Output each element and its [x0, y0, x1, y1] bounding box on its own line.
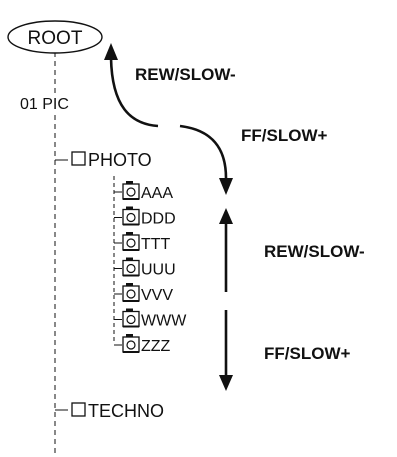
file-row: ZZZ — [114, 334, 171, 355]
camera-icon — [122, 257, 140, 277]
file-row: UUU — [114, 257, 176, 279]
curve-down-arrowhead-icon — [219, 178, 233, 195]
file-label: DDD — [141, 211, 176, 228]
file-label: TTT — [141, 236, 171, 253]
curve-up-arrowhead-icon — [104, 43, 118, 60]
root-oval — [7, 20, 103, 54]
camera-icon — [122, 232, 140, 251]
curve-up-label: REW/SLOW- — [135, 65, 236, 84]
camera-icon — [122, 334, 140, 353]
file-row: DDD — [114, 206, 176, 228]
file-label: AAA — [141, 185, 173, 202]
straight-down-label: FF/SLOW+ — [264, 344, 350, 363]
file-label: WWW — [141, 313, 187, 330]
folder-icon — [71, 151, 86, 166]
file-label: UUU — [141, 262, 176, 279]
folder-label-techno: TECHNO — [88, 401, 164, 421]
file-row: TTT — [114, 232, 171, 253]
camera-icon — [122, 308, 140, 328]
level1-label: 01 PIC — [20, 96, 69, 113]
root-label: ROOT — [28, 28, 83, 49]
file-row: VVV — [114, 283, 173, 304]
straight-down-arrowhead-icon — [219, 375, 233, 391]
curve-down-arrow-line — [179, 124, 228, 179]
curve-down-label: FF/SLOW+ — [241, 126, 327, 145]
straight-up-arrowhead-icon — [219, 208, 233, 224]
file-row: AAA — [114, 181, 173, 202]
file-list: AAA DDD TTT UUU VVV WWW ZZZ — [114, 181, 187, 355]
root-node: ROOT — [7, 20, 103, 54]
camera-icon — [122, 181, 140, 200]
camera-icon — [122, 206, 140, 226]
folder-label-photo: PHOTO — [88, 150, 152, 170]
curve-up-arrow-line — [109, 57, 159, 128]
camera-icon — [122, 283, 140, 302]
file-label: VVV — [141, 287, 173, 304]
file-row: WWW — [114, 308, 187, 330]
straight-up-label: REW/SLOW- — [264, 242, 365, 261]
file-label: ZZZ — [141, 338, 171, 355]
folder-icon — [71, 402, 86, 417]
